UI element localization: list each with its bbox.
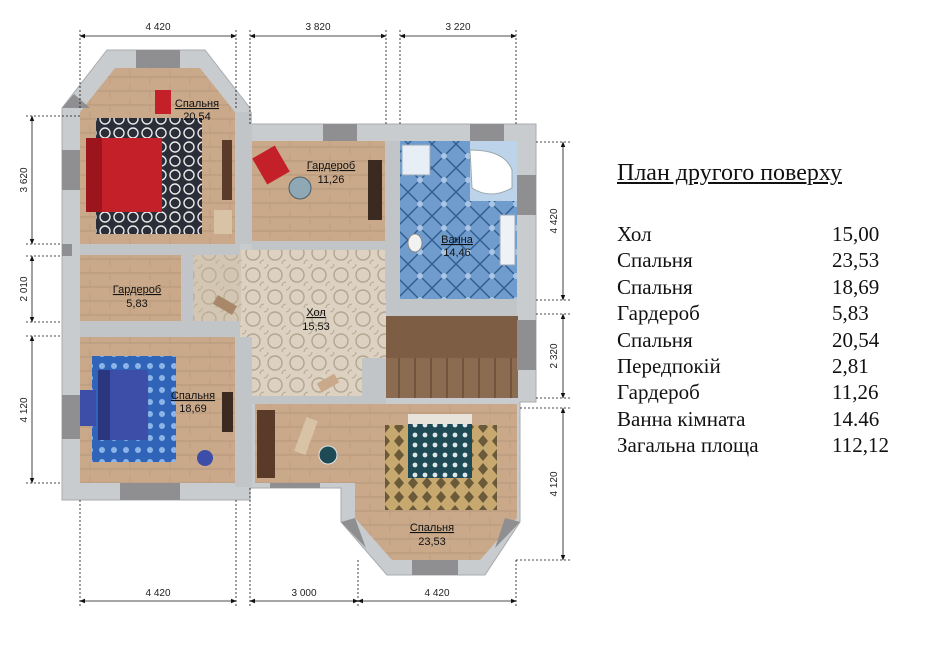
room-area-wardrobe-left: 5,83 (126, 298, 147, 310)
floor-plan: Спальня 20,54 Гардероб 11,26 Ванна 14,46… (19, 22, 570, 607)
room-area-wardrobe-top: 11,26 (318, 174, 345, 186)
room-area-bedroom-bottom-left: 18,69 (179, 403, 207, 415)
legend-row: Хол 15,00 (617, 221, 917, 247)
dim-left-2: 2 010 (19, 276, 30, 301)
dimension-labels: 4 420 3 820 3 220 4 420 3 000 4 420 3 62… (19, 22, 560, 599)
bathtub (469, 149, 513, 195)
legend-row: Спальня 20,54 (617, 327, 917, 353)
legend-room-area: 23,53 (832, 248, 880, 273)
dim-top-2: 3 820 (305, 22, 330, 33)
legend-room-name: Спальня (617, 274, 693, 299)
legend-row: Передпокій 2,81 (617, 353, 917, 379)
room-name-bedroom-bottom-left: Спальня (171, 390, 215, 402)
legend-row: Гардероб 11,26 (617, 379, 917, 405)
room-area-bathroom: 14,46 (443, 247, 471, 259)
room-labels: Спальня 20,54 Гардероб 11,26 Ванна 14,46… (113, 98, 474, 548)
legend-row: Гардероб 5,83 (617, 300, 917, 326)
dim-bottom-2: 3 000 (291, 588, 316, 599)
chair-red (155, 90, 171, 114)
legend-room-area: 2,81 (832, 353, 869, 378)
legend-row: Спальня 23,53 (617, 247, 917, 273)
legend-room-name: Спальня (617, 327, 693, 352)
interior-walls (80, 112, 517, 487)
legend-room-name: Спальня (617, 248, 693, 273)
room-name-wardrobe-top: Гардероб (307, 160, 355, 172)
legend-total-value: 112,12 (832, 433, 889, 458)
legend-row: Спальня 18,69 (617, 274, 917, 300)
stool-blue (197, 450, 213, 466)
dim-bottom-3: 4 420 (424, 588, 449, 599)
legend-room-area: 14.46 (832, 406, 880, 431)
dim-right-3: 4 120 (549, 471, 560, 496)
room-area-hall: 15,53 (302, 321, 330, 333)
room-name-wardrobe-left: Гардероб (113, 284, 161, 296)
room-name-bedroom-top-left: Спальня (175, 98, 219, 110)
round-table (288, 176, 312, 200)
room-area-bedroom-top-left: 20,54 (183, 111, 211, 123)
side-chair (318, 445, 338, 465)
dim-right-1: 4 420 (549, 208, 560, 233)
armchair-red (252, 145, 290, 185)
dim-left-1: 3 620 (19, 167, 30, 192)
legend-room-name: Хол (617, 222, 652, 246)
legend-room-name: Гардероб (617, 301, 700, 326)
room-name-hall: Хол (306, 307, 326, 319)
area-legend: План другого поверху Хол 15,00 Спальня 2… (617, 160, 917, 459)
legend-room-name: Передпокій (617, 353, 721, 378)
wardrobe-shelf (222, 140, 232, 200)
dim-left-3: 4 120 (19, 397, 30, 422)
bed-quilt (408, 414, 472, 478)
legend-room-name: Гардероб (617, 380, 700, 405)
dimension-lines (26, 30, 570, 607)
legend-room-name: Ванна кімната (617, 406, 746, 431)
legend-room-area: 5,83 (832, 301, 869, 326)
legend-room-area: 20,54 (832, 327, 880, 352)
legend-room-area: 18,69 (832, 274, 880, 299)
room-area-bedroom-bottom-right: 23,53 (418, 536, 446, 548)
legend-title: План другого поверху (617, 160, 842, 186)
dim-right-2: 2 320 (549, 343, 560, 368)
room-name-bedroom-bottom-right: Спальня (410, 522, 454, 534)
legend-room-area: 15,00 (832, 222, 880, 246)
dim-bottom-1: 4 420 (145, 588, 170, 599)
room-name-bathroom: Ванна (441, 234, 474, 246)
legend-row-total: Загальна площа 112,12 (617, 432, 917, 458)
furniture (80, 90, 516, 510)
legend-room-area: 11,26 (832, 380, 879, 405)
legend-row: Ванна кімната 14.46 (617, 406, 917, 432)
windows (62, 50, 536, 575)
dim-top-3: 3 220 (445, 22, 470, 33)
dim-top-1: 4 420 (145, 22, 170, 33)
legend-total-label: Загальна площа (617, 433, 759, 458)
